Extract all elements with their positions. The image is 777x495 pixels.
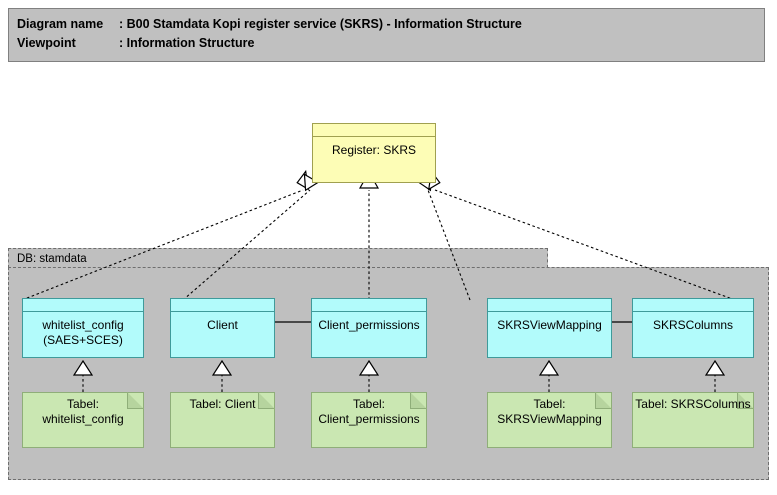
viewpoint-value: Information Structure bbox=[126, 36, 255, 50]
node-client[interactable]: Client bbox=[170, 298, 275, 358]
node-label-client-permissions: Client_permissions bbox=[318, 318, 420, 332]
diagram-name-value: B00 Stamdata Kopi register service (SKRS… bbox=[126, 17, 522, 31]
note-label-tabel-client: Tabel: Client bbox=[189, 397, 256, 411]
register-node-skrs[interactable]: Register: SKRS bbox=[312, 123, 436, 183]
register-node-header-compartment bbox=[313, 124, 435, 137]
note-tabel-client-permissions[interactable]: Tabel: Client_permissions bbox=[311, 392, 427, 448]
db-container-label: DB: stamdata bbox=[17, 253, 87, 265]
note-label-tabel-skrscolumns: Tabel: SKRSColumns bbox=[635, 397, 751, 411]
node-header-compartment bbox=[488, 299, 611, 312]
viewpoint-line: Viewpoint: Information Structure bbox=[17, 34, 764, 53]
note-tabel-whitelist-config[interactable]: Tabel: whitelist_config bbox=[22, 392, 144, 448]
note-tabel-skrscolumns[interactable]: Tabel: SKRSColumns bbox=[632, 392, 754, 448]
node-header-compartment bbox=[171, 299, 274, 312]
register-node-label: Register: SKRS bbox=[331, 143, 417, 157]
realization-arrowhead-whitelist-config bbox=[296, 169, 309, 191]
node-label-client: Client bbox=[207, 318, 238, 332]
node-whitelist-config[interactable]: whitelist_config (SAES+SCES) bbox=[22, 298, 144, 358]
node-label-skrsviewmapping: SKRSViewMapping bbox=[497, 318, 602, 332]
node-skrsviewmapping[interactable]: SKRSViewMapping bbox=[487, 298, 612, 358]
diagram-header-banner: Diagram name: B00 Stamdata Kopi register… bbox=[8, 8, 765, 62]
note-label-tabel-client-permissions: Tabel: Client_permissions bbox=[318, 397, 420, 426]
note-label-tabel-skrsviewmapping: Tabel: SKRSViewMapping bbox=[497, 397, 602, 426]
note-tabel-client[interactable]: Tabel: Client bbox=[170, 392, 275, 448]
node-header-compartment bbox=[633, 299, 753, 312]
diagram-name-key: Diagram name bbox=[17, 17, 104, 31]
db-container-tab: DB: stamdata bbox=[8, 248, 548, 268]
note-tabel-skrsviewmapping[interactable]: Tabel: SKRSViewMapping bbox=[487, 392, 612, 448]
viewpoint-separator: : bbox=[119, 36, 127, 50]
diagram-name-line: Diagram name: B00 Stamdata Kopi register… bbox=[17, 15, 764, 34]
note-label-tabel-whitelist-config: Tabel: whitelist_config bbox=[42, 397, 124, 426]
node-label-whitelist-config: whitelist_config (SAES+SCES) bbox=[42, 318, 124, 347]
node-client-permissions[interactable]: Client_permissions bbox=[311, 298, 427, 358]
diagram-name-separator: : bbox=[119, 17, 127, 31]
node-header-compartment bbox=[23, 299, 143, 312]
node-skrscolumns[interactable]: SKRSColumns bbox=[632, 298, 754, 358]
viewpoint-key: Viewpoint bbox=[17, 36, 76, 50]
node-label-skrscolumns: SKRSColumns bbox=[652, 318, 734, 332]
node-header-compartment bbox=[312, 299, 426, 312]
